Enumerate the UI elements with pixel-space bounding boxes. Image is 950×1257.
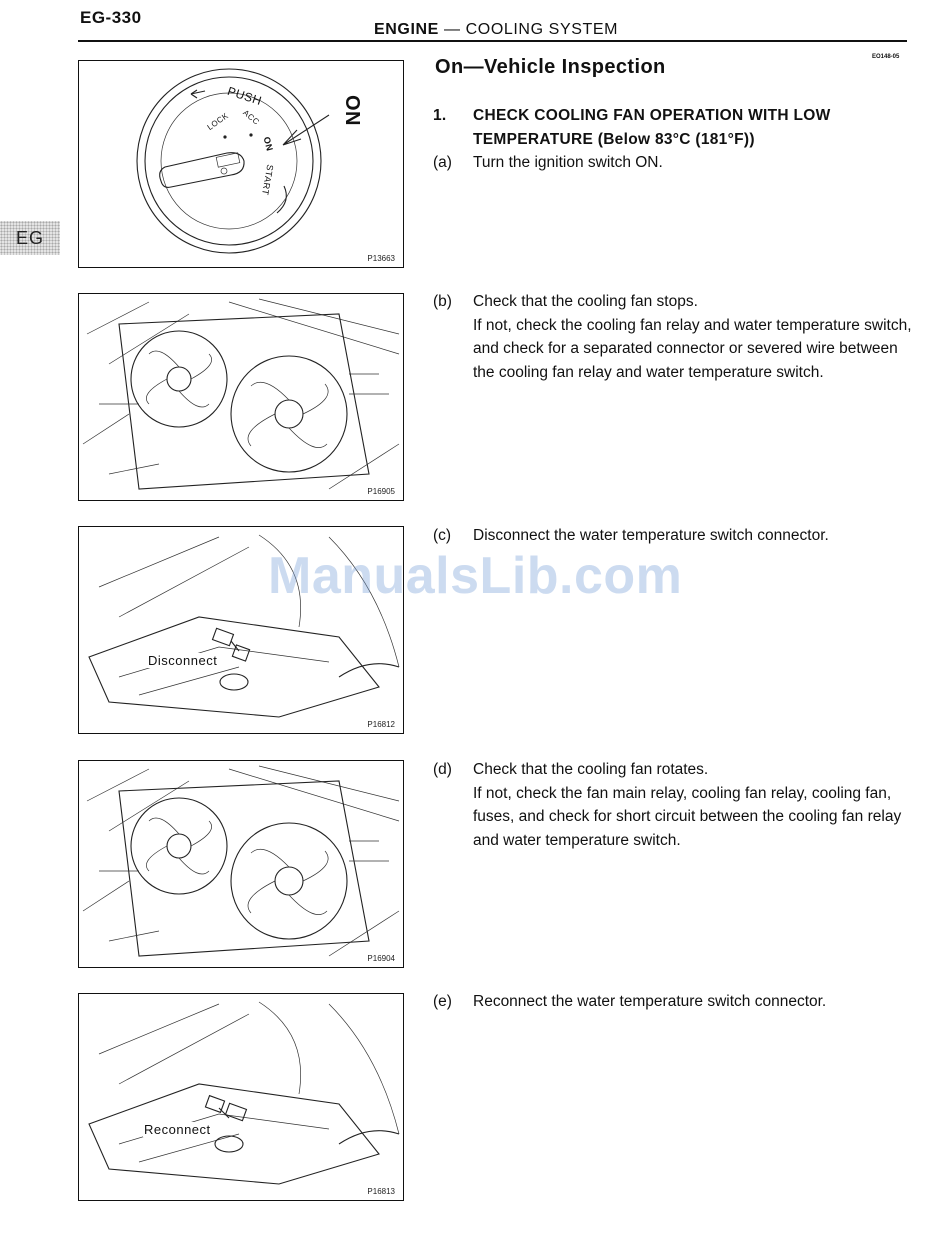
disconnect-label: Disconnect: [147, 653, 219, 668]
figure-ignition-switch: PUSH LOCK ACC ON START ON P13663: [78, 60, 404, 268]
cooling-fans-illustration: [82, 298, 400, 490]
running-head-section: ENGINE: [374, 21, 439, 38]
substep-d: (d) Check that the cooling fan rotates. …: [433, 758, 913, 852]
substep-text: Check that the cooling fan stops.: [473, 293, 698, 310]
figure-disconnect-connector: Disconnect P16812: [78, 526, 404, 734]
section-side-tab: EG: [0, 221, 60, 255]
figure-reconnect-connector: Reconnect P16813: [78, 993, 404, 1201]
reconnect-label: Reconnect: [143, 1122, 212, 1137]
substep-text: Check that the cooling fan rotates.: [473, 761, 709, 778]
step-1: 1. CHECK COOLING FAN OPERATION WITH LOW …: [433, 104, 913, 175]
page-number: EG-330: [80, 8, 142, 27]
substep-text: Reconnect the water temperature switch c…: [473, 993, 827, 1010]
substep-text: Turn the ignition switch ON.: [473, 154, 663, 171]
figure-code: P16905: [367, 487, 395, 496]
step-number: 1.: [433, 107, 447, 124]
substep-marker: (c): [433, 527, 452, 544]
substep-text: Disconnect the water temperature switch …: [473, 527, 829, 544]
figure-code: P16813: [367, 1187, 395, 1196]
running-head: ENGINE — COOLING SYSTEM: [374, 21, 618, 39]
substep-marker: (d): [433, 761, 452, 778]
disconnect-connector-illustration: [88, 534, 400, 718]
substep-marker: (a): [433, 154, 452, 171]
substep-b: (b) Check that the cooling fan stops. If…: [433, 290, 913, 384]
substep-marker: (e): [433, 993, 452, 1010]
header-rule: [78, 40, 907, 42]
substep-e: (e) Reconnect the water temperature swit…: [433, 990, 913, 1014]
figure-code: P16904: [367, 954, 395, 963]
figure-code: P16812: [367, 720, 395, 729]
on-callout-label: ON: [341, 95, 363, 126]
section-title: On—Vehicle Inspection: [435, 56, 666, 78]
reconnect-connector-illustration: [88, 1001, 400, 1185]
figure-cooling-fans-rotating: P16904: [78, 760, 404, 968]
substep-text: If not, check the fan main relay, coolin…: [473, 784, 902, 849]
ignition-switch-illustration: [136, 68, 330, 254]
running-head-subsection: — COOLING SYSTEM: [438, 21, 619, 38]
reference-code: EO148-05: [872, 54, 900, 60]
figure-code: P13663: [367, 254, 395, 263]
step-heading: CHECK COOLING FAN OPERATION WITH LOW TEM…: [473, 107, 831, 148]
figure-cooling-fans-stopped: P16905: [78, 293, 404, 501]
cooling-fans-illustration: [82, 765, 400, 957]
substep-marker: (b): [433, 293, 452, 310]
substep-c: (c) Disconnect the water temperature swi…: [433, 524, 913, 548]
substep-text: If not, check the cooling fan relay and …: [473, 316, 912, 381]
